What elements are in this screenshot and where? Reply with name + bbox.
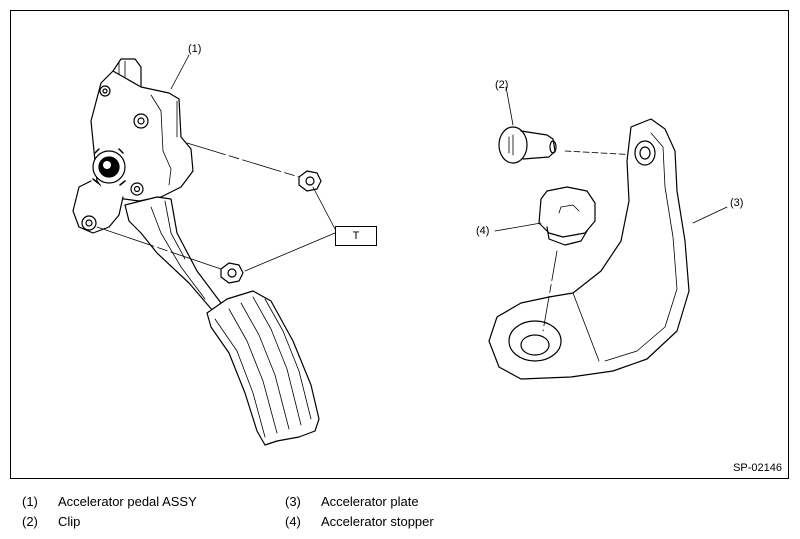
legend-text: Clip — [58, 514, 81, 529]
clip — [498, 86, 638, 164]
legend-text: Accelerator pedal ASSY — [58, 494, 197, 509]
exploded-view-drawing — [72, 54, 728, 446]
legend-number: (2) — [22, 514, 38, 529]
legend-number: (4) — [285, 514, 301, 529]
accelerator-pedal-assy — [72, 58, 320, 446]
callout-stopper: (4) — [476, 225, 490, 237]
callout-plate: (3) — [730, 197, 744, 209]
legend: (1) Accelerator pedal ASSY (2) Clip (3) … — [0, 490, 800, 539]
figure-id: SP-02146 — [733, 462, 782, 474]
legend-number: (3) — [285, 494, 301, 509]
callout-clip: (2) — [495, 79, 509, 91]
assembly-lines — [96, 54, 336, 272]
callout-pedal-assy: (1) — [188, 43, 202, 55]
upper-nut — [298, 170, 322, 192]
legend-text: Accelerator plate — [321, 494, 419, 509]
legend-text: Accelerator stopper — [321, 514, 434, 529]
lower-nut — [220, 262, 244, 284]
figure-frame: (1) (2) (3) (4) T SP-02146 — [10, 10, 789, 479]
accelerator-plate — [488, 118, 728, 380]
accelerator-stopper — [494, 186, 596, 332]
legend-number: (1) — [22, 494, 38, 509]
torque-label-box: T — [335, 226, 377, 246]
